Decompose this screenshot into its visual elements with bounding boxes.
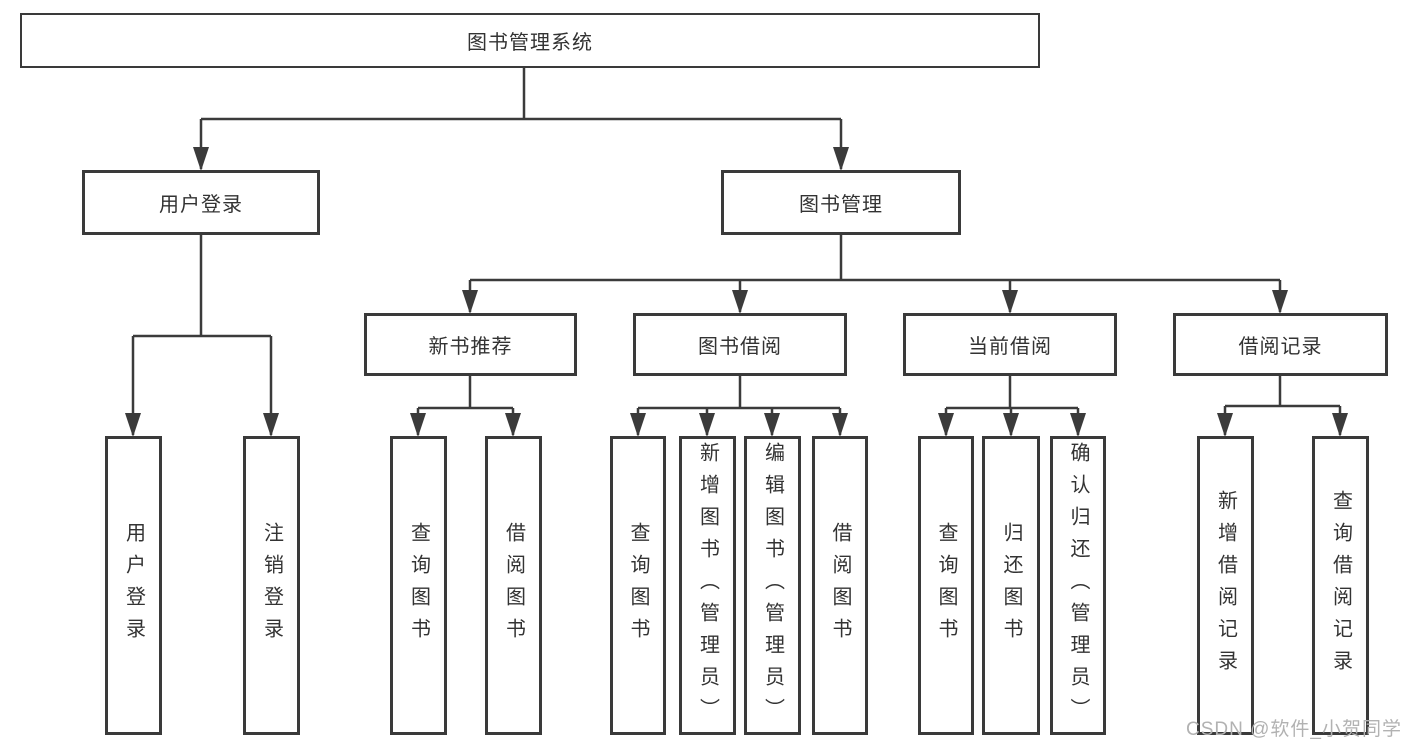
node-book-borrow-label: 图书借阅 (698, 336, 782, 358)
leaf-cb-return-books-label: 归还图书 (1000, 521, 1022, 650)
node-root-label: 图书管理系统 (467, 32, 593, 54)
leaf-br-add-record: 新增借阅记录 (1197, 436, 1254, 735)
node-book-borrow: 图书借阅 (633, 313, 847, 376)
csdn-watermark: CSDN @软件_小贺同学 (1186, 719, 1402, 740)
node-root: 图书管理系统 (20, 13, 1040, 68)
node-new-book-recommend: 新书推荐 (364, 313, 577, 376)
node-new-book-recommend-label: 新书推荐 (428, 336, 513, 358)
edge-root-to-level2 (193, 68, 849, 171)
edge-currentborrow-to-leaves (938, 376, 1086, 437)
edge-bookborrow-to-leaves (630, 376, 848, 437)
node-borrow-records-label: 借阅记录 (1238, 336, 1323, 358)
edge-bookmgmt-to-level3 (462, 235, 1288, 314)
leaf-nb-borrow-books-label: 借阅图书 (502, 521, 525, 650)
leaf-cb-return-books: 归还图书 (982, 436, 1040, 735)
leaf-br-add-record-label: 新增借阅记录 (1214, 489, 1237, 682)
leaf-cb-query-books: 查询图书 (918, 436, 974, 735)
leaf-logout-label: 注销登录 (260, 521, 283, 650)
edge-userlogin-to-leaves (125, 235, 279, 437)
leaf-logout: 注销登录 (243, 436, 300, 735)
leaf-bb-edit-books-admin-label: 编辑图书（管理员） (761, 441, 784, 730)
leaf-bb-borrow-books-label: 借阅图书 (829, 521, 851, 650)
leaf-user-login-label: 用户登录 (122, 521, 145, 650)
node-book-management: 图书管理 (721, 170, 961, 235)
leaf-cb-query-books-label: 查询图书 (935, 521, 957, 650)
leaf-cb-confirm-return-admin-label: 确认归还（管理员） (1067, 441, 1089, 730)
leaf-br-query-record-label: 查询借阅记录 (1329, 489, 1352, 682)
leaf-br-query-record: 查询借阅记录 (1312, 436, 1369, 735)
edge-newbooks-to-leaves (410, 376, 521, 437)
leaf-bb-edit-books-admin: 编辑图书（管理员） (744, 436, 801, 735)
leaf-bb-borrow-books: 借阅图书 (812, 436, 868, 735)
leaf-user-login: 用户登录 (105, 436, 162, 735)
leaf-bb-query-books: 查询图书 (610, 436, 666, 735)
leaf-bb-add-books-admin-label: 新增图书（管理员） (696, 441, 719, 730)
node-book-management-label: 图书管理 (799, 194, 883, 216)
leaf-nb-query-books: 查询图书 (390, 436, 447, 735)
node-current-borrow: 当前借阅 (903, 313, 1117, 376)
edge-borrowrecords-to-leaves (1217, 376, 1348, 437)
leaf-nb-borrow-books: 借阅图书 (485, 436, 542, 735)
node-borrow-records: 借阅记录 (1173, 313, 1388, 376)
node-current-borrow-label: 当前借阅 (968, 336, 1052, 358)
node-user-login: 用户登录 (82, 170, 320, 235)
leaf-bb-add-books-admin: 新增图书（管理员） (679, 436, 736, 735)
leaf-cb-confirm-return-admin: 确认归还（管理员） (1050, 436, 1106, 735)
leaf-nb-query-books-label: 查询图书 (407, 521, 430, 650)
leaf-bb-query-books-label: 查询图书 (627, 521, 649, 650)
node-user-login-label: 用户登录 (159, 194, 243, 216)
